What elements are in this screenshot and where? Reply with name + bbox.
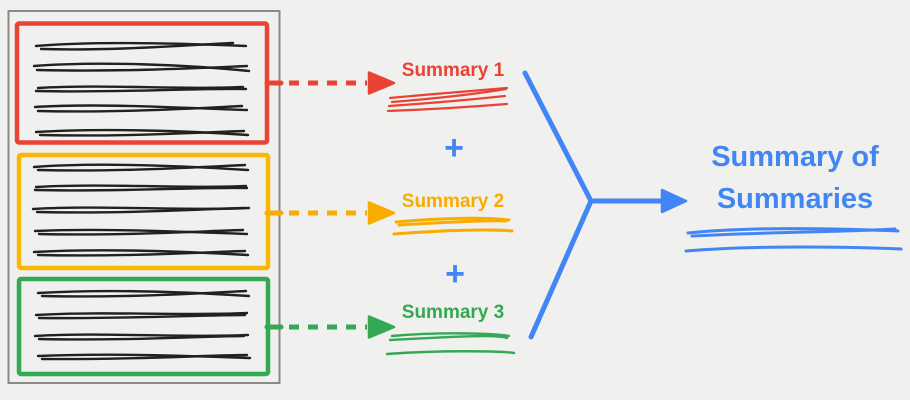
underline-stroke: [390, 332, 511, 338]
summary-1-label: Summary 1: [401, 60, 505, 81]
ink-line: [34, 311, 249, 317]
summary-3-label: Summary 3: [401, 302, 505, 323]
ink-line: [38, 129, 246, 137]
ink-line: [33, 186, 249, 192]
scribble-underline-yellow: [392, 216, 514, 236]
arrowhead-icon: [367, 315, 396, 339]
merge-line-bottom: [528, 198, 594, 340]
underline-stroke: [387, 94, 507, 108]
ink-line: [35, 206, 246, 214]
scribble-underline-red: [386, 86, 509, 113]
arrowhead-icon: [660, 188, 688, 214]
dashed-arrow-yellow: [264, 201, 396, 225]
arrowhead-icon: [367, 71, 396, 95]
underline-stroke: [388, 334, 509, 342]
underline-stroke: [392, 228, 514, 236]
underline-stroke: [397, 219, 508, 227]
ink-line: [39, 41, 235, 51]
arrowhead-icon: [367, 201, 396, 225]
scribble-underline-blue: [684, 227, 903, 253]
merge-arrow-blue: [522, 70, 688, 340]
ink-line: [34, 128, 250, 137]
section-text-scribbles-yellow: [31, 163, 251, 257]
summary-of-summaries-label: Summary of Summaries: [711, 141, 879, 215]
ink-line: [37, 228, 245, 236]
ink-line: [34, 87, 248, 93]
ink-line: [36, 249, 247, 257]
underline-stroke: [386, 102, 509, 113]
ink-line: [33, 228, 249, 236]
ink-line: [33, 104, 249, 112]
document-outline: [7, 10, 281, 384]
ink-line: [36, 289, 251, 298]
underline-stroke: [390, 87, 508, 104]
underline-stroke: [684, 245, 903, 253]
ink-line: [36, 353, 252, 360]
summary-2-label: Summary 2: [401, 191, 505, 212]
plus-sign-1: +: [444, 128, 464, 167]
merge-line-top: [522, 70, 594, 204]
ink-line: [34, 184, 248, 189]
section-text-scribbles-red: [32, 41, 251, 137]
ink-line: [35, 64, 249, 72]
dashed-arrow-red: [264, 71, 396, 95]
plus-sign-2: +: [445, 254, 465, 293]
underline-stroke: [394, 216, 511, 224]
dashed-arrow-green: [264, 315, 396, 339]
ink-line: [32, 62, 251, 73]
underline-stroke: [385, 350, 516, 356]
ink-line: [37, 334, 246, 341]
ink-line: [37, 313, 247, 320]
ink-line: [36, 104, 244, 113]
ink-line: [36, 163, 247, 172]
ink-line: [34, 41, 248, 48]
scribble-underline-green: [385, 332, 516, 356]
underline-stroke: [388, 86, 509, 100]
ink-line: [40, 289, 248, 298]
section-text-scribbles-green: [33, 289, 252, 361]
ink-line: [40, 353, 249, 361]
ink-line: [32, 249, 250, 257]
section-box-red: [14, 21, 270, 145]
ink-line: [36, 85, 245, 90]
underline-stroke: [690, 227, 897, 238]
ink-line: [32, 163, 250, 172]
